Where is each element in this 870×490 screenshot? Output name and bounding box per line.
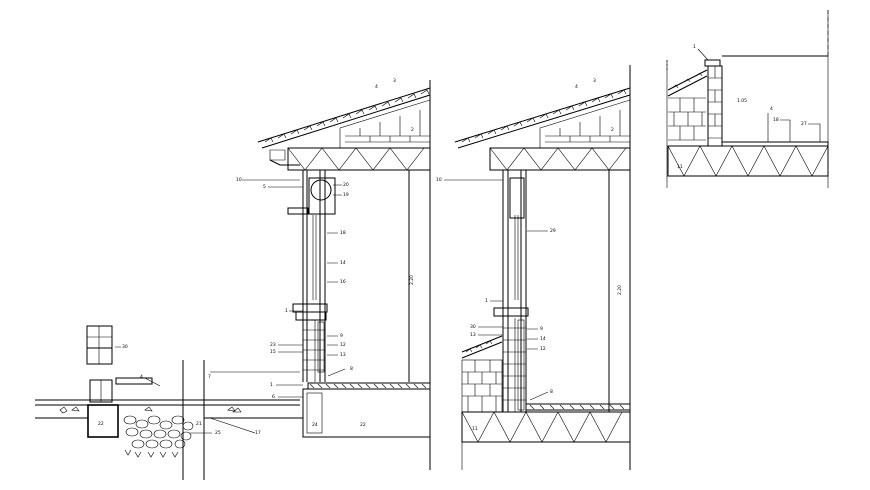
label-s1-roof-3: 3 xyxy=(393,78,396,84)
label-s2-14: 14 xyxy=(540,336,546,342)
label-s2-roof-2: 2 xyxy=(611,127,614,133)
label-ext-21: 21 xyxy=(196,421,202,427)
label-s1-12: 12 xyxy=(340,342,346,348)
label-s1-roof-4: 4 xyxy=(375,84,378,90)
label-s1-19: 19 xyxy=(343,192,349,198)
label-s1-9: 9 xyxy=(340,333,343,339)
label-s1-1: 1 xyxy=(285,308,288,314)
label-s1-13: 13 xyxy=(340,352,346,358)
label-s2-8: 8 xyxy=(550,389,553,395)
label-s3-11: 11 xyxy=(677,164,683,170)
section-2: 4 3 2 10 29 1 30 9 13 14 12 8 11 2.20 xyxy=(436,65,631,470)
label-s1-10: 10 xyxy=(236,177,242,183)
section-1: 4 3 2 10 5 20 19 18 14 16 1 9 23 12 15 1… xyxy=(236,78,431,470)
label-s1-5: 5 xyxy=(263,184,266,190)
label-s2-10: 10 xyxy=(436,177,442,183)
label-s1-22: 22 xyxy=(360,422,366,428)
label-s3-105: 1.05 xyxy=(737,98,747,104)
label-s2-30: 30 xyxy=(470,324,476,330)
label-s1-6: 6 xyxy=(272,394,275,400)
label-s3-1: 1 xyxy=(693,44,696,50)
label-ext-30: 30 xyxy=(122,344,128,350)
label-s1-14: 14 xyxy=(340,260,346,266)
section-1-labels: 4 3 2 10 5 20 19 18 14 16 1 9 23 12 15 1… xyxy=(236,78,415,428)
label-s1-23: 23 xyxy=(270,342,276,348)
label-s1-8: 8 xyxy=(350,366,353,372)
exterior-ground: 30 4 7 22 25 17 21 xyxy=(35,325,303,480)
label-s3-27: 27 xyxy=(801,121,807,127)
rubble-fill xyxy=(123,415,194,458)
section-3: 1 1.05 4 18 27 11 xyxy=(666,10,829,188)
label-s2-12: 12 xyxy=(540,346,546,352)
label-s1-dim-220: 2.20 xyxy=(409,275,415,285)
label-s2-1: 1 xyxy=(485,298,488,304)
section-1-roof xyxy=(257,87,431,171)
label-s1-20: 20 xyxy=(343,182,349,188)
label-s2-dim-220: 2.20 xyxy=(617,285,623,295)
section-1-wall xyxy=(287,80,431,470)
label-s2-roof-4: 4 xyxy=(575,84,578,90)
section-2-labels: 4 3 2 10 29 1 30 9 13 14 12 8 11 2.20 xyxy=(436,78,623,432)
label-s2-29: 29 xyxy=(550,228,556,234)
label-s1-18: 18 xyxy=(340,230,346,236)
label-s3-18: 18 xyxy=(773,117,779,123)
label-s1-roof-2: 2 xyxy=(411,127,414,133)
label-ext-7: 7 xyxy=(208,374,211,380)
label-ext-22: 22 xyxy=(98,421,104,427)
section-2-roof xyxy=(454,87,631,171)
label-s1-1b: 1 xyxy=(270,382,273,388)
label-s2-11: 11 xyxy=(472,426,478,432)
label-ext-25: 25 xyxy=(215,430,221,436)
label-ext-4: 4 xyxy=(140,374,143,380)
label-s3-4: 4 xyxy=(770,106,773,112)
label-ext-17: 17 xyxy=(255,430,261,436)
label-s2-roof-3: 3 xyxy=(593,78,596,84)
label-s1-16: 16 xyxy=(340,279,346,285)
label-s1-24: 24 xyxy=(312,422,318,428)
section-2-wall xyxy=(461,65,631,470)
label-s1-15: 15 xyxy=(270,349,276,355)
label-s2-13: 13 xyxy=(470,332,476,338)
label-s2-9: 9 xyxy=(540,326,543,332)
